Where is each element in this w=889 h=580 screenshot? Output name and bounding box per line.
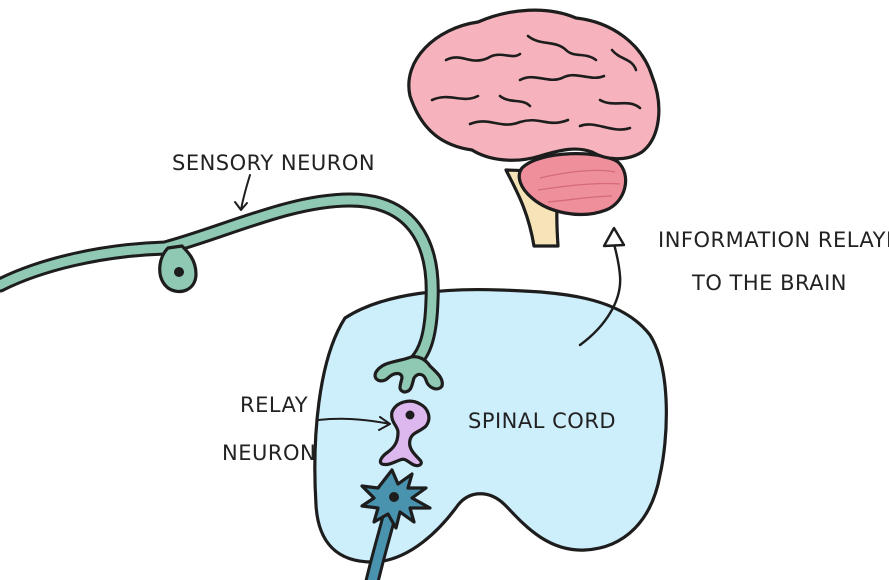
sensory-axon-terminals (373, 355, 444, 394)
cerebrum (407, 8, 661, 162)
relay-neuron-pointer-arrow (317, 416, 391, 431)
information-arrow (578, 242, 622, 347)
brain (407, 8, 661, 248)
relay-neuron-label-line1: RELAY (240, 393, 308, 417)
sensory-neuron-pointer-arrow (234, 174, 251, 211)
cerebellum (517, 152, 628, 217)
information-label-line2: TO THE BRAIN (691, 271, 847, 295)
relay-neuron-label-line2: NEURON (222, 441, 316, 465)
information-label-line1: INFORMATION RELAYED (658, 228, 889, 252)
sensory-neuron-label: SENSORY NEURON (172, 151, 375, 175)
spinal-cord-label: SPINAL CORD (468, 409, 616, 433)
relay-neuron (378, 399, 431, 468)
sensory-neuron (0, 192, 444, 394)
information-arrowhead (602, 226, 626, 248)
